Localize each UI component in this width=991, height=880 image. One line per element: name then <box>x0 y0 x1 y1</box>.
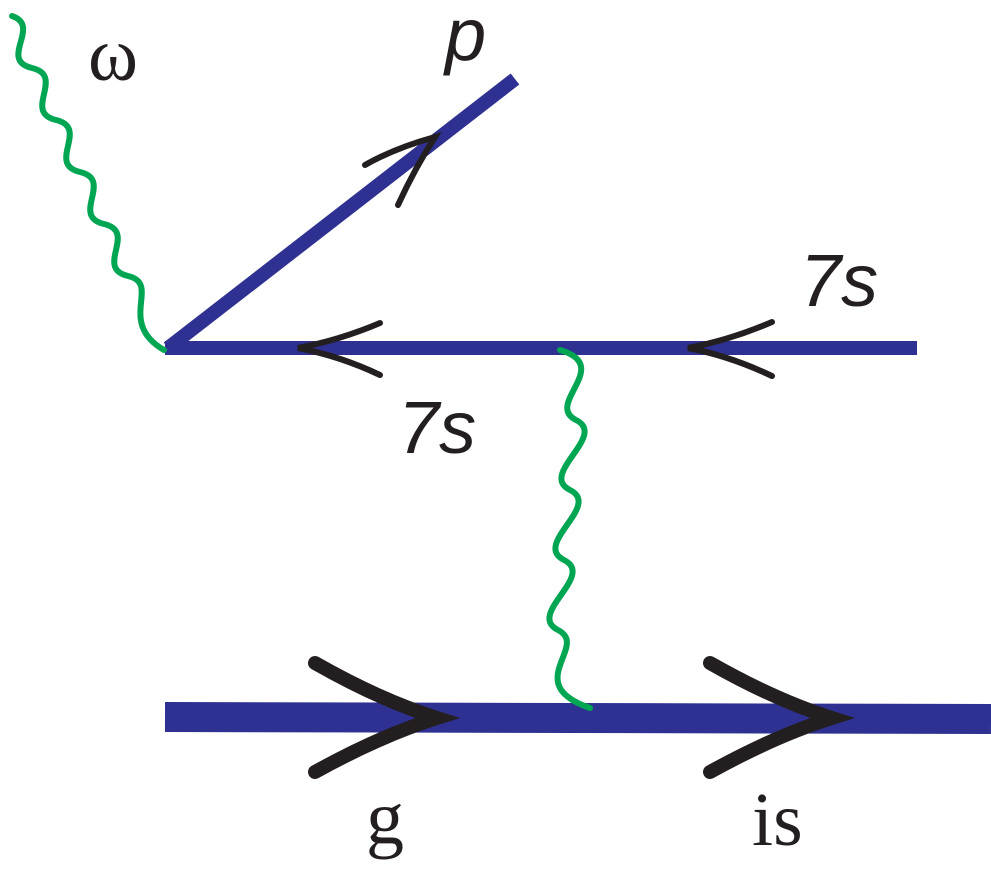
arrow-left-icon <box>297 320 383 378</box>
incoming-photon <box>9 13 167 353</box>
arrow-diagonal-icon <box>362 132 442 208</box>
lower-right-label: is <box>752 778 803 862</box>
upper-middle-label: 7s <box>398 386 476 469</box>
lower-fermion-line <box>164 702 991 734</box>
outgoing-fermion-line <box>163 73 520 354</box>
arrow-right-icon <box>308 656 461 779</box>
arrow-right-icon <box>703 656 856 779</box>
lower-left-label: g <box>366 776 404 860</box>
photon-label: ω <box>88 13 138 97</box>
outgoing-label: p <box>443 0 486 76</box>
exchange-photon <box>546 347 593 711</box>
arrow-left-icon <box>687 319 775 379</box>
upper-right-label: 7s <box>800 239 878 322</box>
